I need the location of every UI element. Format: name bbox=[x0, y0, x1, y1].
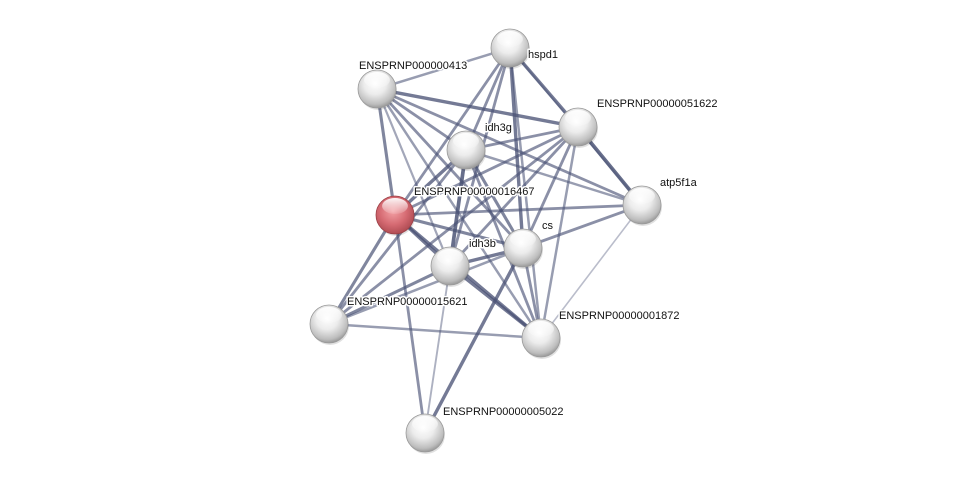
node-gloss bbox=[437, 249, 463, 265]
node-cs[interactable] bbox=[503, 228, 543, 269]
node-gloss bbox=[364, 72, 390, 88]
node-gloss bbox=[453, 133, 479, 149]
edge-atp5f1a-ENSPRNP00000016467[interactable] bbox=[393, 203, 644, 217]
edge-cs-ENSPRNP00000015621[interactable] bbox=[327, 246, 525, 326]
edge-idh3b-ENSPRNP00000005022[interactable] bbox=[424, 265, 451, 434]
labels-layer: hspd1ENSPRNP00000051622idh3gatp5f1aENSPR… bbox=[346, 48, 719, 420]
node-label-ENSPRNP00000041[interactable]: ENSPRNP000000413 bbox=[358, 59, 469, 74]
edge-ENSPRNP00000015621-ENSPRNP00000001872[interactable] bbox=[327, 322, 543, 340]
edge-hspd1-ENSPRNP00000016467[interactable] bbox=[393, 46, 512, 217]
edge-ENSPRNP00000016467-cs[interactable] bbox=[393, 213, 525, 250]
node-idh3g[interactable] bbox=[446, 130, 486, 171]
node-gloss bbox=[510, 231, 536, 247]
node-gloss bbox=[629, 188, 655, 204]
node-idh3b[interactable] bbox=[430, 246, 470, 287]
node-ENSPRNP00000001872[interactable] bbox=[521, 318, 561, 359]
edge-atp5f1a-cs[interactable] bbox=[521, 203, 644, 250]
node-label-idh3b[interactable]: idh3b bbox=[468, 237, 498, 252]
node-ENSPRNP00000005022[interactable] bbox=[405, 413, 445, 454]
node-gloss bbox=[497, 31, 523, 47]
edge-ENSPRNP00000041-ENSPRNP00000051622[interactable] bbox=[375, 87, 580, 129]
node-gloss bbox=[412, 416, 438, 432]
node-ENSPRNP00000051622[interactable] bbox=[558, 107, 598, 148]
node-label-ENSPRNP00000016467[interactable]: ENSPRNP00000016467 bbox=[413, 185, 536, 200]
edge-ENSPRNP00000016467-ENSPRNP00000015621[interactable] bbox=[327, 213, 397, 326]
node-ENSPRNP00000015621[interactable] bbox=[309, 304, 349, 345]
edge-ENSPRNP00000041-atp5f1a[interactable] bbox=[375, 87, 644, 207]
node-hspd1[interactable] bbox=[490, 28, 530, 69]
nodes-layer: ENSPRNP000000413 bbox=[309, 28, 662, 454]
node-label-ENSPRNP00000051622[interactable]: ENSPRNP00000051622 bbox=[596, 97, 719, 112]
edge-ENSPRNP00000016467-ENSPRNP00000005022[interactable] bbox=[393, 213, 427, 435]
edge-idh3g-idh3b[interactable] bbox=[448, 148, 468, 268]
edge-hspd1-ENSPRNP00000041[interactable] bbox=[375, 46, 512, 91]
edge-ENSPRNP00000051622-ENSPRNP00000015621[interactable] bbox=[327, 125, 580, 326]
node-label-ENSPRNP00000005022[interactable]: ENSPRNP00000005022 bbox=[442, 405, 565, 420]
edge-ENSPRNP00000051622-cs[interactable] bbox=[521, 125, 580, 250]
node-ENSPRNP00000041[interactable] bbox=[357, 69, 397, 110]
node-label-ENSPRNP00000015621[interactable]: ENSPRNP00000015621 bbox=[346, 295, 469, 310]
node-label-cs[interactable]: cs bbox=[541, 219, 556, 234]
edge-ENSPRNP00000051622-ENSPRNP00000001872[interactable] bbox=[539, 125, 580, 340]
edge-cs-ENSPRNP00000005022[interactable] bbox=[423, 246, 525, 435]
node-label-atp5f1a[interactable]: atp5f1a bbox=[659, 176, 700, 191]
node-atp5f1a[interactable] bbox=[622, 185, 662, 226]
edge-hspd1-ENSPRNP00000001872[interactable] bbox=[508, 46, 543, 340]
edge-ENSPRNP00000041-ENSPRNP00000016467[interactable] bbox=[375, 87, 397, 217]
node-gloss bbox=[565, 110, 591, 126]
edge-idh3b-ENSPRNP00000015621[interactable] bbox=[327, 264, 452, 326]
node-gloss bbox=[316, 307, 342, 323]
edge-hspd1-cs[interactable] bbox=[508, 46, 525, 250]
node-label-ENSPRNP00000001872[interactable]: ENSPRNP00000001872 bbox=[558, 309, 681, 324]
node-label-idh3g[interactable]: idh3g bbox=[484, 121, 514, 136]
node-ENSPRNP00000016467[interactable] bbox=[375, 195, 415, 236]
edge-ENSPRNP00000051622-idh3b[interactable] bbox=[448, 125, 580, 268]
edge-atp5f1a-ENSPRNP00000001872[interactable] bbox=[540, 204, 643, 339]
edge-idh3g-atp5f1a[interactable] bbox=[464, 148, 644, 207]
node-label-hspd1[interactable]: hspd1 bbox=[527, 48, 560, 63]
node-gloss bbox=[528, 321, 554, 337]
node-gloss bbox=[382, 198, 408, 214]
